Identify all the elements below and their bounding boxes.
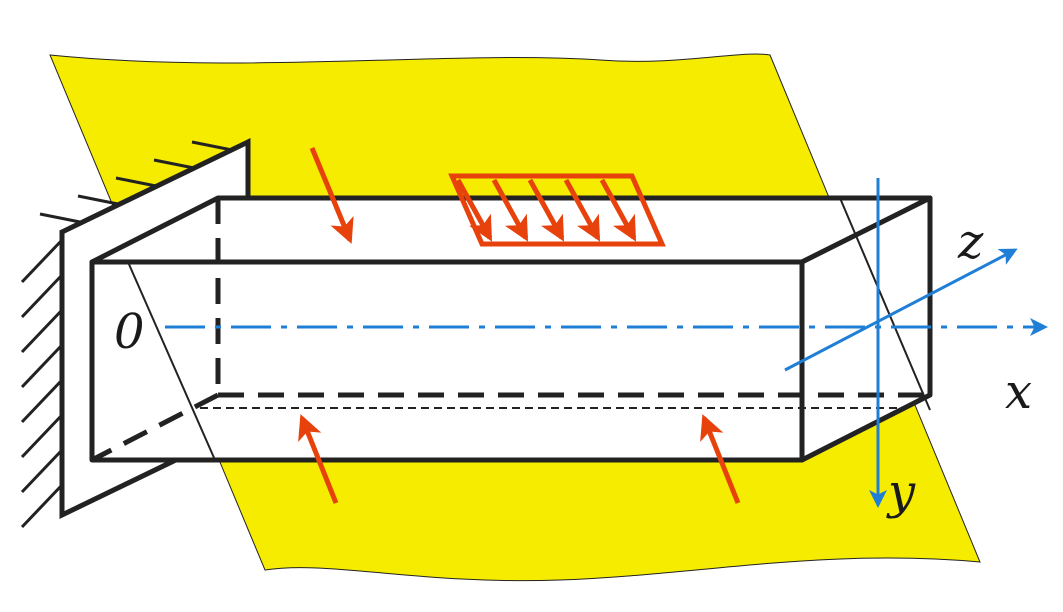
beam	[89, 195, 933, 463]
x-axis-label: x	[1005, 364, 1032, 420]
distributed-load	[448, 173, 666, 247]
loads	[298, 147, 741, 504]
y-axis-label: y	[886, 464, 916, 520]
coordinate-axes	[165, 178, 1048, 508]
origin-label: 0	[114, 304, 145, 360]
z-axis-label: z	[957, 214, 984, 270]
point-load-top	[309, 147, 354, 244]
hidden-edges	[90, 198, 930, 463]
plane-edge-end	[839, 197, 931, 411]
beam-front-face	[89, 259, 805, 463]
point-load-bottom-right	[700, 414, 741, 504]
z-axis-line	[784, 248, 1018, 372]
wall-hatching	[20, 140, 233, 529]
point-load-bottom-left	[298, 414, 339, 504]
plane-edge-front	[127, 261, 216, 461]
